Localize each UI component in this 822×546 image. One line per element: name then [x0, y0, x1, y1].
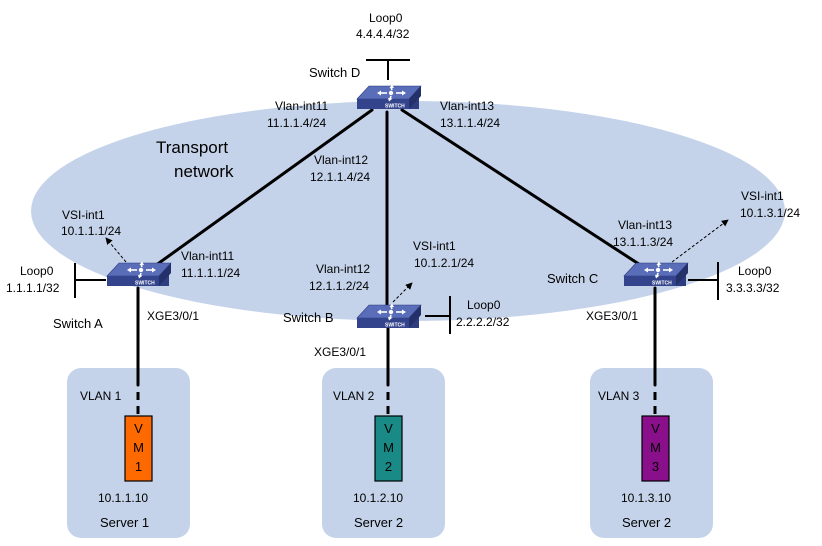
vm-3-char-2: M [650, 440, 661, 455]
switch-b-vsi-label: VSI-int1 [413, 239, 456, 253]
links [136, 108, 657, 387]
server-3-name: Server 2 [622, 515, 671, 530]
switch-a-icon-label: SWITCH [135, 281, 155, 287]
switch-d-loop-ip: 4.4.4.4/32 [356, 27, 410, 41]
vm-3-box [641, 415, 670, 482]
vm-1-char-2: M [133, 440, 144, 455]
switch-c-name: Switch C [547, 271, 598, 286]
vm-1-char-1: V [134, 421, 143, 436]
transport-label-line1: Transport [156, 138, 228, 157]
switch-b-port: XGE3/0/1 [314, 345, 366, 359]
server-2-vlan: VLAN 2 [333, 389, 375, 403]
switch-d-loop-label: Loop0 [369, 11, 403, 25]
vsi-arrow-c [671, 219, 729, 263]
vsi-arrow-a [105, 237, 127, 263]
switch-b-vsi-ip: 10.1.2.1/24 [414, 256, 474, 270]
switch-d-if-a-label: Vlan-int11 [275, 99, 328, 113]
switch-b-loop-label: Loop0 [467, 298, 501, 312]
switch-c-vsi-ip: 10.1.3.1/24 [740, 206, 800, 220]
vlan-dashes [136, 392, 657, 414]
loopback-stubs [74, 59, 719, 334]
switch-d-if-b-ip: 12.1.1.4/24 [310, 170, 370, 184]
server-2-name: Server 2 [354, 515, 403, 530]
switch-a-vsi-label: VSI-int1 [62, 208, 105, 222]
switch-b-icon: SWITCH [356, 302, 422, 329]
switch-c-vlan-ip: 13.1.1.3/24 [613, 235, 673, 249]
switch-d-icon: SWITCH [356, 83, 422, 110]
switch-d-icon-label: SWITCH [385, 104, 405, 110]
server-1-name: Server 1 [100, 515, 149, 530]
switch-c-icon-label: SWITCH [652, 281, 672, 287]
switch-d-if-c-ip: 13.1.1.4/24 [440, 116, 500, 130]
server-1-ip: 10.1.1.10 [98, 491, 148, 505]
switch-c-vlan-label: Vlan-int13 [618, 218, 672, 232]
switch-a-port: XGE3/0/1 [147, 309, 199, 323]
server-3-vlan: VLAN 3 [598, 389, 640, 403]
switch-c-loop-label: Loop0 [738, 264, 772, 278]
link-switch-d-to-switch-a [150, 108, 374, 270]
switch-b-vlan-ip: 12.1.1.2/24 [309, 279, 369, 293]
switch-a-vsi-ip: 10.1.1.1/24 [61, 224, 121, 238]
vm-3-char-3: 3 [652, 459, 659, 474]
switch-d-if-c-label: Vlan-int13 [440, 99, 494, 113]
switch-b-loop-ip: 2.2.2.2/32 [456, 315, 510, 329]
transport-label-line2: network [174, 162, 234, 181]
server-1-vlan: VLAN 1 [80, 389, 122, 403]
switch-d-if-b-label: Vlan-int12 [314, 153, 368, 167]
switch-b-icon-label: SWITCH [385, 323, 405, 329]
switch-a-vlan-label: Vlan-int11 [181, 249, 234, 263]
server-2-ip: 10.1.2.10 [353, 491, 403, 505]
switch-a-icon: SWITCH [106, 260, 172, 287]
link-switch-d-to-switch-c [400, 108, 650, 272]
switch-a-name: Switch A [53, 316, 103, 331]
vm-2-char-3: 2 [385, 459, 392, 474]
switch-b-name: Switch B [283, 310, 334, 325]
vm-3-char-1: V [651, 421, 660, 436]
switch-c-port: XGE3/0/1 [586, 309, 638, 323]
server-3-ip: 10.1.3.10 [621, 491, 671, 505]
switch-a-loop-label: Loop0 [20, 264, 54, 278]
switch-a-vlan-ip: 11.1.1.1/24 [181, 266, 240, 280]
vsi-arrows [105, 219, 729, 303]
switch-d-name: Switch D [309, 65, 360, 80]
switch-c-vsi-label: VSI-int1 [741, 189, 784, 203]
vm-1-box [124, 415, 153, 482]
switch-c-loop-ip: 3.3.3.3/32 [726, 281, 780, 295]
switch-c-icon: SWITCH [623, 260, 689, 287]
vm-2-box [374, 415, 403, 482]
vm-1-char-3: 1 [135, 459, 142, 474]
vm-2-char-1: V [384, 421, 393, 436]
switch-b-vlan-label: Vlan-int12 [316, 262, 370, 276]
switch-a-loop-ip: 1.1.1.1/32 [6, 281, 60, 295]
switch-d-if-a-ip: 11.1.1.4/24 [267, 116, 326, 130]
vsi-arrow-b [392, 282, 413, 303]
transport-network-cloud [31, 101, 785, 321]
vm-2-char-2: M [383, 440, 394, 455]
